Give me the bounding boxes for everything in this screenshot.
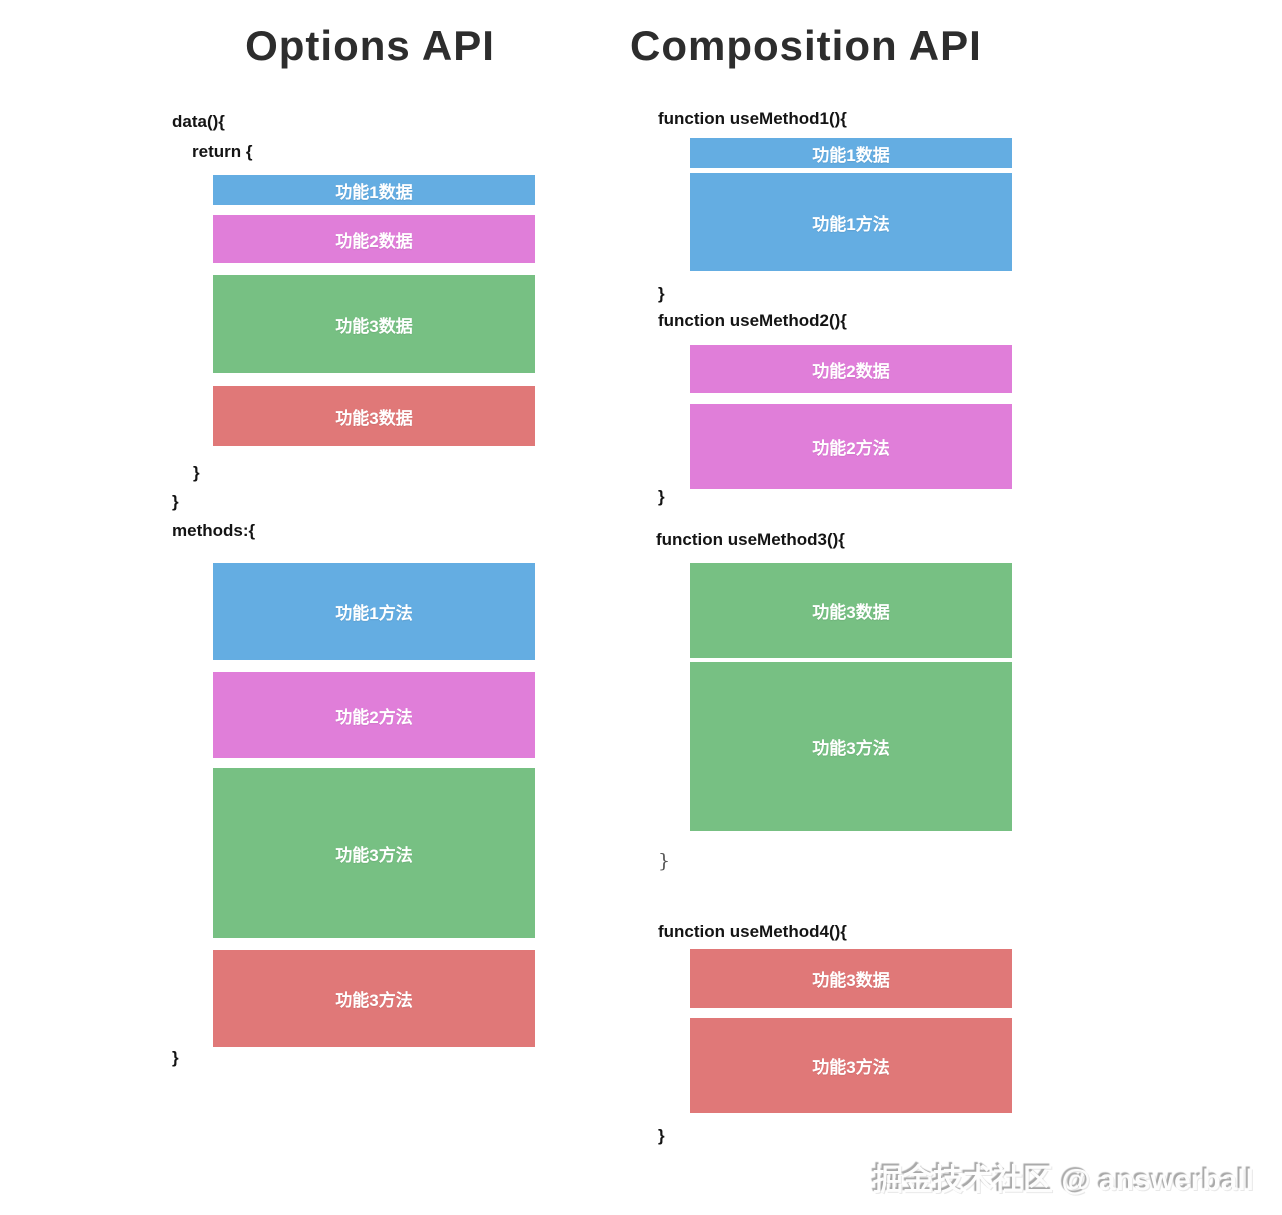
code-usemethod2-close: } bbox=[658, 487, 665, 506]
code-data-open: data(){ bbox=[172, 112, 225, 131]
usemethod2-boxes: 功能2数据 功能2方法 bbox=[690, 345, 1012, 489]
box-label: 功能1方法 bbox=[335, 604, 413, 623]
box-label: 功能1数据 bbox=[335, 182, 413, 202]
code-brace-outer: } bbox=[172, 492, 179, 511]
options-method-box-feature1: 功能1方法 bbox=[213, 563, 535, 660]
code-usemethod4-open: function useMethod4(){ bbox=[658, 922, 847, 941]
options-data-box-feature2: 功能2数据 bbox=[213, 215, 535, 263]
box-label: 功能2数据 bbox=[335, 231, 413, 251]
usemethod1-data-box: 功能1数据 bbox=[690, 138, 1012, 168]
code-brace-inner: } bbox=[193, 463, 200, 482]
options-method-box-feature4: 功能3方法 bbox=[213, 950, 535, 1047]
usemethod4-boxes: 功能3数据 功能3方法 bbox=[690, 949, 1012, 1113]
options-method-box-feature2: 功能2方法 bbox=[213, 672, 535, 758]
code-usemethod3-close: } bbox=[658, 850, 671, 872]
options-data-box-feature3: 功能3数据 bbox=[213, 275, 535, 373]
box-label: 功能3数据 bbox=[335, 316, 413, 336]
box-label: 功能3方法 bbox=[335, 991, 413, 1010]
usemethod4-data-box: 功能3数据 bbox=[690, 949, 1012, 1008]
usemethod2-data-box: 功能2数据 bbox=[690, 345, 1012, 393]
code-methods-open: methods:{ bbox=[172, 521, 256, 540]
box-label: 功能3数据 bbox=[335, 408, 413, 428]
watermark-text: 掘金技术社区 @ answerball bbox=[873, 1164, 1254, 1197]
usemethod3-method-box: 功能3方法 bbox=[690, 662, 1012, 831]
box-label: 功能3方法 bbox=[812, 1058, 890, 1077]
usemethod1-boxes: 功能1数据 功能1方法 bbox=[690, 138, 1012, 271]
options-data-boxes: 功能1数据 功能2数据 功能3数据 功能3数据 bbox=[213, 175, 535, 446]
usemethod1-method-box: 功能1方法 bbox=[690, 173, 1012, 271]
code-usemethod1-open: function useMethod1(){ bbox=[658, 109, 847, 128]
options-method-box-feature3: 功能3方法 bbox=[213, 768, 535, 938]
code-usemethod3-open: function useMethod3(){ bbox=[656, 530, 845, 549]
usemethod4-method-box: 功能3方法 bbox=[690, 1018, 1012, 1113]
code-usemethod4-close: } bbox=[658, 1126, 665, 1145]
box-label: 功能1方法 bbox=[812, 214, 890, 234]
options-api-title: Options API bbox=[245, 22, 495, 69]
box-label: 功能2方法 bbox=[812, 439, 890, 458]
box-label: 功能3方法 bbox=[812, 739, 890, 758]
box-label: 功能1数据 bbox=[812, 145, 890, 165]
options-method-boxes: 功能1方法 功能2方法 功能3方法 功能3方法 bbox=[213, 563, 535, 1047]
composition-api-title: Composition API bbox=[630, 22, 982, 69]
box-label: 功能2方法 bbox=[335, 707, 413, 727]
usemethod3-boxes: 功能3数据 功能3方法 bbox=[690, 563, 1012, 831]
code-return-open: return { bbox=[192, 142, 253, 161]
box-label: 功能3数据 bbox=[812, 603, 890, 622]
code-usemethod1-close: } bbox=[658, 284, 665, 303]
box-label: 功能2数据 bbox=[812, 361, 890, 381]
box-label: 功能3方法 bbox=[335, 845, 413, 865]
usemethod2-method-box: 功能2方法 bbox=[690, 404, 1012, 489]
options-data-box-feature4: 功能3数据 bbox=[213, 386, 535, 446]
code-usemethod2-open: function useMethod2(){ bbox=[658, 311, 847, 330]
box-label: 功能3数据 bbox=[812, 971, 890, 990]
usemethod3-data-box: 功能3数据 bbox=[690, 563, 1012, 658]
options-data-box-feature1: 功能1数据 bbox=[213, 175, 535, 205]
code-brace-end: } bbox=[172, 1048, 179, 1067]
